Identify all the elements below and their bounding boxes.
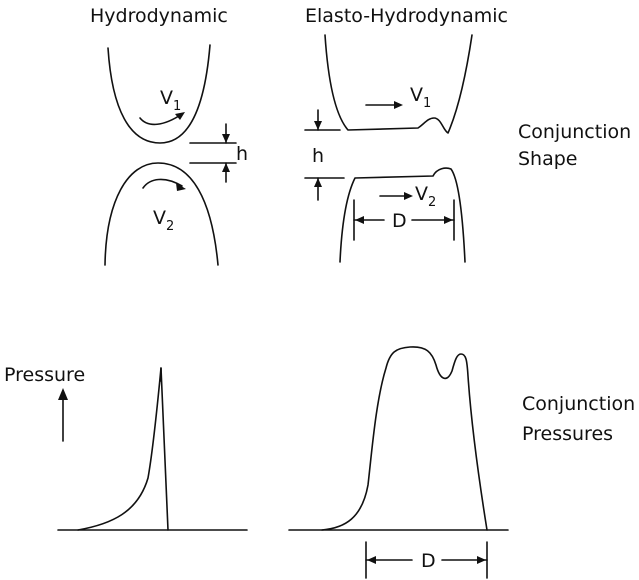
pressure-up-arrow-head	[58, 388, 68, 400]
row-label-shape-line2: Shape	[518, 148, 578, 170]
v1-label: V1	[160, 87, 181, 114]
d-arrow-head-right-pressure	[477, 556, 486, 564]
v1-arrow-head-ehd	[394, 101, 403, 109]
d-label-pressure: D	[421, 550, 436, 572]
upper-flattened-body	[325, 35, 472, 133]
v1-label-ehd: V1	[410, 84, 431, 111]
h-label-ehd: h	[312, 145, 324, 167]
d-label-shape: D	[392, 210, 407, 232]
title-hydrodynamic: Hydrodynamic	[90, 5, 228, 27]
d-arrow-head-right	[444, 216, 453, 224]
h-label-hydrodynamic: h	[236, 143, 248, 165]
hydrodynamic-pressure: Pressure	[4, 364, 247, 530]
hydrodynamic-shape: V1 V2 h	[105, 45, 248, 265]
v1-motion-arrow	[140, 114, 182, 124]
d-arrow-head-left-pressure	[367, 556, 376, 564]
h-arrow-head-bottom-ehd	[314, 178, 322, 187]
row-label-pressures-line2: Pressures	[522, 423, 613, 445]
v2-arrow-head-ehd	[404, 192, 413, 200]
title-elasto-hydrodynamic: Elasto-Hydrodynamic	[305, 5, 508, 27]
v2-label: V2	[153, 207, 174, 234]
elasto-hydrodynamic-pressure: D	[289, 347, 508, 578]
pressure-axis-label: Pressure	[4, 364, 85, 386]
d-arrow-head-left	[355, 216, 364, 224]
v2-arrow-head	[176, 183, 186, 191]
h-arrow-head-top	[222, 134, 230, 143]
h-arrow-head-top-ehd	[314, 121, 322, 130]
elasto-hydrodynamic-shape: V1 V2 h D	[305, 35, 472, 262]
upper-body-curve	[108, 45, 210, 143]
ehd-pressure-curve	[322, 347, 487, 530]
row-label-pressures-line1: Conjunction	[522, 393, 635, 415]
h-arrow-head-bottom	[222, 163, 230, 172]
v2-label-ehd: V2	[415, 183, 436, 210]
pressure-spike-curve	[78, 368, 168, 530]
row-label-shape-line1: Conjunction	[518, 121, 631, 143]
